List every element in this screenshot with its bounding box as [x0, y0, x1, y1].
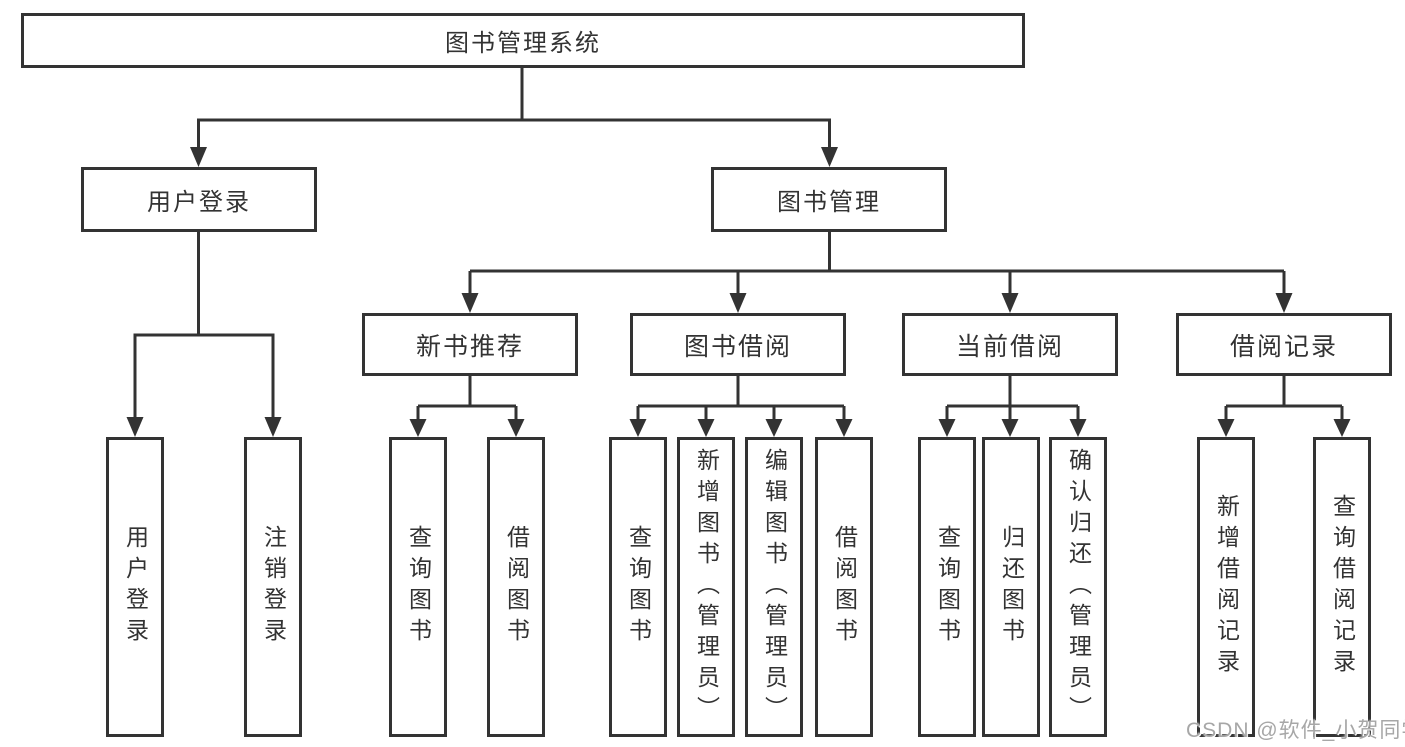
- leaf-query-books-borrow-label: 查询图书: [625, 525, 652, 649]
- leaf-query-books-recommend: 查询图书: [389, 437, 447, 737]
- arrowhead: [409, 419, 427, 437]
- arrowhead: [938, 419, 956, 437]
- leaf-add-borrow-record-label: 新增借阅记录: [1213, 494, 1240, 680]
- leaf-edit-book-admin: 编辑图书（管理员）: [745, 437, 803, 737]
- node-new-book-recommend-label: 新书推荐: [415, 332, 524, 361]
- arrowhead: [461, 293, 479, 313]
- arrowhead: [507, 419, 525, 437]
- node-book-mgmt-label: 图书管理: [777, 189, 881, 216]
- connector-borrow-records-children: [1217, 376, 1351, 437]
- arrowhead: [765, 419, 783, 437]
- node-new-book-recommend: 新书推荐: [362, 313, 578, 376]
- leaf-query-borrow-record-label: 查询借阅记录: [1329, 494, 1356, 680]
- leaf-query-books-current-label: 查询图书: [934, 525, 961, 649]
- leaf-borrow-books-recommend-label: 借阅图书: [503, 525, 530, 649]
- leaf-query-books-current: 查询图书: [918, 437, 976, 737]
- leaf-edit-book-admin-label: 编辑图书（管理员）: [761, 447, 788, 727]
- arrowhead: [264, 417, 282, 437]
- arrowhead: [1069, 419, 1087, 437]
- leaf-logout: 注销登录: [244, 437, 302, 737]
- node-book-borrow-label: 图书借阅: [683, 332, 792, 361]
- node-current-borrow: 当前借阅: [902, 313, 1118, 376]
- leaf-return-books: 归还图书: [982, 437, 1040, 737]
- watermark: CSDN @软件_小贺同学: [1186, 719, 1405, 742]
- leaf-logout-label: 注销登录: [260, 525, 287, 649]
- leaf-borrow-books-recommend: 借阅图书: [487, 437, 545, 737]
- arrowhead: [835, 419, 853, 437]
- node-root-label: 图书管理系统: [445, 30, 601, 57]
- connector-current-borrow-children: [938, 376, 1087, 437]
- arrowhead: [1001, 293, 1019, 313]
- leaf-add-book-admin-label: 新增图书（管理员）: [693, 447, 720, 727]
- leaf-confirm-return-admin-label: 确认归还（管理员）: [1065, 447, 1092, 727]
- leaf-user-login: 用户登录: [106, 437, 164, 737]
- node-user-login-label: 用户登录: [147, 189, 251, 216]
- arrowhead: [190, 147, 207, 167]
- leaf-query-books-recommend-label: 查询图书: [405, 525, 432, 649]
- leaf-query-borrow-record: 查询借阅记录: [1313, 437, 1371, 737]
- leaf-confirm-return-admin: 确认归还（管理员）: [1049, 437, 1107, 737]
- node-book-borrow: 图书借阅: [630, 313, 846, 376]
- connector-book-borrow-children: [629, 376, 853, 437]
- arrowhead: [729, 293, 747, 313]
- connector-user-login-children: [126, 232, 282, 437]
- node-borrow-records: 借阅记录: [1176, 313, 1392, 376]
- leaf-add-book-admin: 新增图书（管理员）: [677, 437, 735, 737]
- node-borrow-records-label: 借阅记录: [1229, 332, 1338, 361]
- leaf-user-login-label: 用户登录: [122, 525, 149, 649]
- node-book-mgmt: 图书管理: [711, 167, 947, 232]
- arrowhead: [1217, 419, 1235, 437]
- arrowhead: [1333, 419, 1351, 437]
- leaf-borrow-books-borrow-label: 借阅图书: [831, 525, 858, 649]
- arrowhead: [126, 417, 144, 437]
- leaf-return-books-label: 归还图书: [998, 525, 1025, 649]
- arrowhead: [1001, 419, 1019, 437]
- arrowhead: [1275, 293, 1293, 313]
- node-current-borrow-label: 当前借阅: [955, 332, 1064, 361]
- connector-new-book-children: [409, 376, 525, 437]
- node-root: 图书管理系统: [21, 13, 1025, 68]
- arrowhead: [821, 147, 838, 167]
- node-user-login: 用户登录: [81, 167, 317, 232]
- arrowhead: [697, 419, 715, 437]
- leaf-query-books-borrow: 查询图书: [609, 437, 667, 737]
- connector-book-mgmt-to-level3: [461, 232, 1293, 313]
- connector-root-to-level2: [190, 68, 838, 167]
- arrowhead: [629, 419, 647, 437]
- leaf-borrow-books-borrow: 借阅图书: [815, 437, 873, 737]
- leaf-add-borrow-record: 新增借阅记录: [1197, 437, 1255, 737]
